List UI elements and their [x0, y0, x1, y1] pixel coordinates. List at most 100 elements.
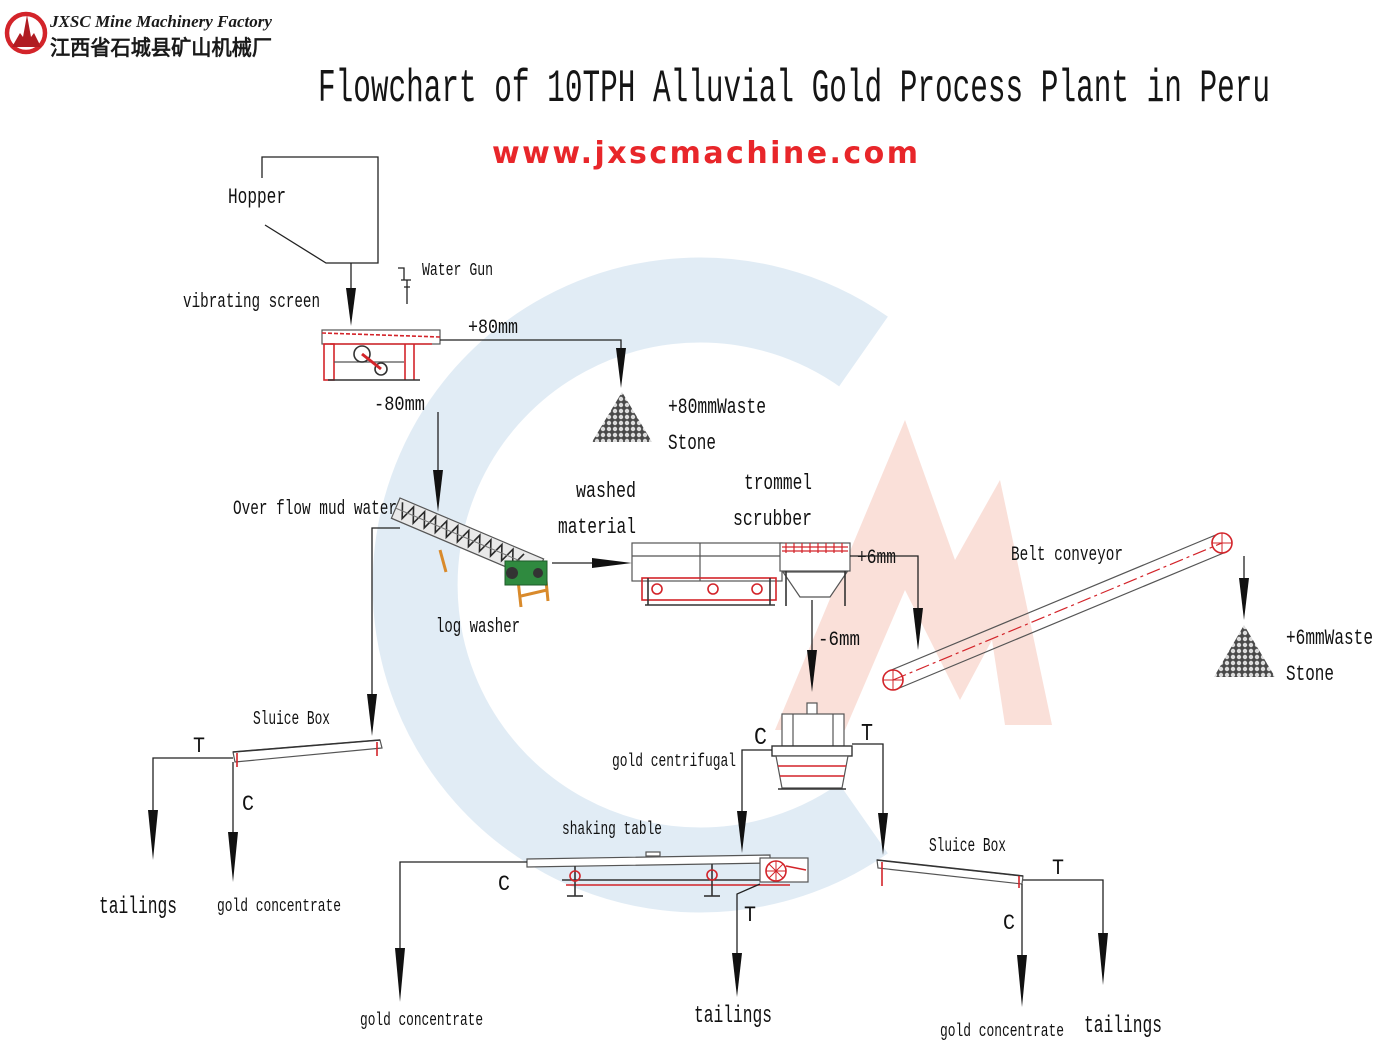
trommel-drum [631, 542, 783, 582]
sluice-board [232, 739, 383, 763]
trommel-scrubber [631, 542, 851, 606]
belt-conveyor-label: Belt conveyor [1011, 544, 1123, 567]
page-title: Flowchart of 10TPH Alluvial Gold Process… [318, 63, 1270, 115]
arrow-head [878, 813, 888, 855]
sluice-left-tailings-label: tailings [99, 894, 177, 921]
centrifugal-upper-housing [781, 713, 845, 747]
arrow-head [367, 694, 377, 736]
arrow-head [395, 948, 405, 1002]
arrow-head [433, 470, 443, 512]
waste-stone-pile-80 [592, 392, 652, 442]
gold-centrifugal [771, 702, 853, 790]
waste-stone-pile-6 [1214, 625, 1275, 677]
oversize-6-label: +6mm [857, 547, 896, 570]
arrow-line [852, 743, 884, 815]
arrow-line [850, 555, 919, 610]
watermark-red-peaks [775, 420, 1052, 730]
centrifugal-tailings-mark: T [861, 721, 873, 748]
arrow-head [737, 811, 747, 853]
arrow-trommel-to-belt [850, 555, 923, 650]
arrow-head [1098, 933, 1108, 985]
screen-end-frame [323, 343, 335, 381]
trommel-screen-mesh [782, 543, 848, 553]
arrow-head [1017, 955, 1027, 1007]
arrow-line [1023, 879, 1104, 935]
arrow-head [592, 558, 632, 568]
arrow-line [399, 861, 527, 950]
arrow-head [228, 832, 238, 882]
website-url: www.jxscmachine.com [492, 136, 918, 171]
washer-brace [520, 588, 548, 598]
arrow-head [807, 650, 817, 692]
arrow-sluice-left-tailings [148, 757, 233, 860]
trommel-label-line1: trommel [744, 471, 812, 496]
belt-bottom-run [896, 551, 1227, 690]
table-drive-spokes [766, 861, 786, 881]
trommel-base-frame [641, 577, 777, 601]
water-gun-icon [398, 267, 411, 304]
arrow-head [346, 288, 356, 326]
trommel-roller [651, 583, 663, 595]
arrow-line [736, 883, 761, 955]
watermark-logo [372, 257, 1052, 913]
sluice-top-edge [876, 859, 1024, 877]
logo-company-name: JXSC Mine Machinery Factory [49, 12, 272, 31]
sluice-left-concentrate-mark: C [242, 792, 254, 817]
log-washer-label: log washer [436, 616, 520, 639]
washed-material-label-line2: material [558, 515, 636, 540]
trommel-screen [779, 542, 851, 572]
sluice-board [876, 859, 1024, 885]
arrow-head [732, 953, 742, 997]
arrow-shaking-table-tailings [732, 883, 761, 997]
sluice-box-right [876, 859, 1024, 888]
waste-stone-6-label-line2: Stone [1286, 662, 1334, 687]
arrow-shaking-table-concentrate [395, 861, 527, 1002]
centrifugal-flange [771, 745, 853, 757]
arrow-head [148, 810, 158, 860]
belt-conveyor [882, 532, 1233, 691]
waste-stone-80-label-line2: Stone [668, 431, 716, 456]
vibrating-screen [321, 329, 441, 381]
gold-centrifugal-label: gold centrifugal [612, 752, 736, 772]
overflow-label: Over flow mud water [233, 498, 397, 521]
arrow-trommel-to-centrifugal [807, 600, 817, 692]
hopper-label: Hopper [228, 185, 286, 210]
sluice-left-tailings-mark: T [193, 734, 205, 759]
table-feed-box [645, 851, 661, 857]
table-drive-box [759, 857, 809, 883]
arrow-centrifugal-to-sluice-right [852, 743, 888, 855]
screen-deck-mesh [321, 332, 441, 338]
centrifugal-inlet-pipe [806, 702, 818, 716]
screen-drive-belt [361, 352, 382, 371]
shaking-table [526, 851, 809, 897]
arrow-centrifugal-to-shaking-table [737, 749, 772, 853]
screen-exciter [374, 362, 388, 376]
shaking-table-tailings-mark: T [744, 903, 756, 928]
logo-company-name-cn: 江西省石城县矿山机械厂 [50, 35, 272, 60]
trough-spiral [401, 502, 525, 568]
trommel-undersize-hopper [781, 571, 849, 598]
arrow-line [152, 757, 233, 812]
arrow-line [440, 339, 622, 350]
arrow-head [1239, 578, 1249, 620]
arrow-sluice-right-tailings [1023, 879, 1108, 985]
centrifugal-concentrate-mark: C [754, 725, 767, 752]
arrow-hopper-to-screen [346, 263, 356, 326]
sluice-box-left-label: Sluice Box [253, 708, 330, 730]
arrow-sluice-left-concentrate [228, 762, 238, 882]
trough-shaft [395, 507, 540, 570]
sluice-right-concentrate-mark: C [1003, 911, 1015, 936]
washer-motor-pulley [506, 567, 518, 579]
sluice-right-tailings-mark: T [1052, 856, 1064, 881]
arrow-oversize-80 [440, 339, 626, 388]
arrow-line [741, 749, 772, 813]
washed-material-label-line1: washed [576, 479, 636, 504]
shaking-table-tailings-label: tailings [694, 1003, 772, 1030]
trommel-roller [751, 583, 763, 595]
log-washer [390, 497, 550, 608]
waste-stone-80-label-line1: +80mmWaste [668, 395, 766, 420]
trommel-roller [707, 583, 719, 595]
table-drive-rod [785, 865, 807, 871]
screen-deck [321, 329, 441, 345]
